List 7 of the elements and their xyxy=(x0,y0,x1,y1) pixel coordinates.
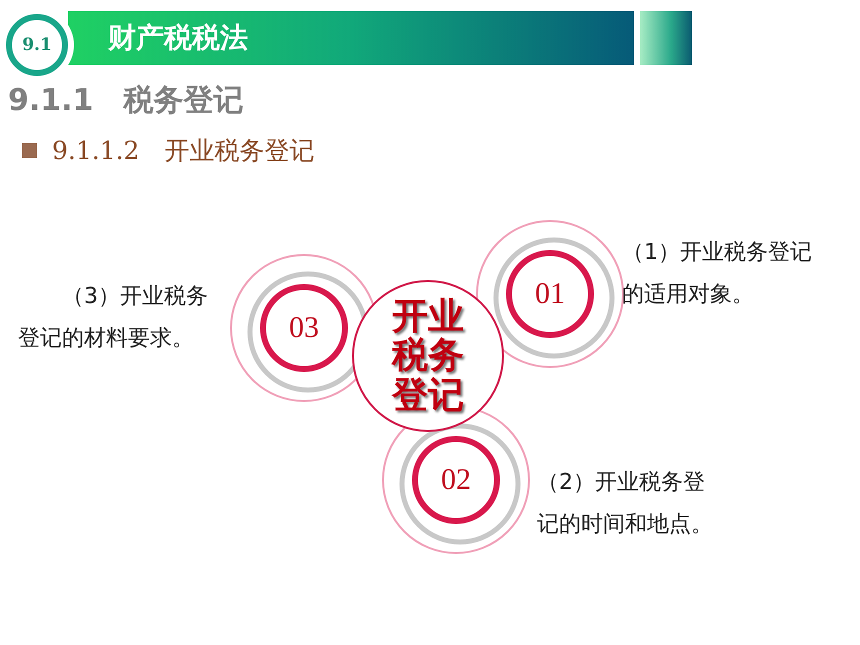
section-heading: 9.1.1 税务登记 xyxy=(8,82,244,120)
subsection-heading: 9.1.1.2 开业税务登记 xyxy=(52,135,314,167)
description-text: （2）开业税务登记的时间和地点。 xyxy=(537,469,714,539)
description-text: （3）开业税务登记的材料要求。 xyxy=(18,283,209,353)
title: 财产税税法 xyxy=(108,20,248,56)
center-title: 开业税务登记 xyxy=(392,296,464,416)
description-text: （1）开业税务登记的适用对象。 xyxy=(622,239,813,309)
